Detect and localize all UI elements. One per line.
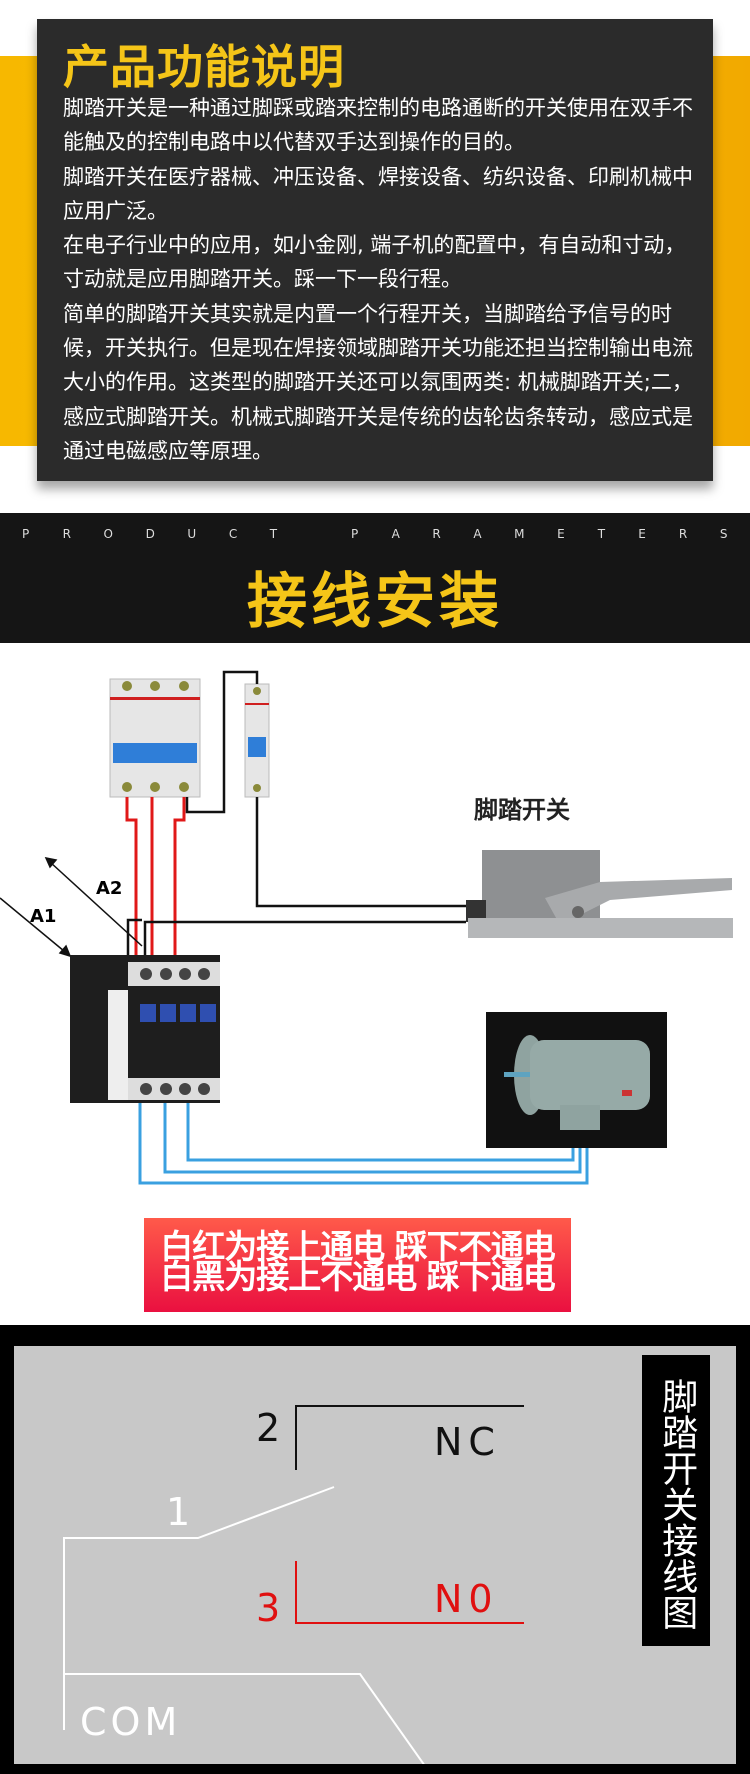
subtitle-letter: O xyxy=(103,527,113,541)
subtitle-letter: C xyxy=(228,527,238,541)
wiring-diagram: A1 A2 脚踏开关 xyxy=(0,670,733,1185)
motor-image xyxy=(486,1012,667,1148)
black-wires xyxy=(126,670,466,960)
no-label: N0 xyxy=(434,1577,499,1621)
pin-3-label: 3 xyxy=(256,1586,280,1630)
foot-switch-label: 脚踏开关 xyxy=(474,796,570,824)
banner-line-1: 白红为接上通电 踩下不通电 xyxy=(160,1227,556,1266)
subtitle-letter: T xyxy=(269,527,278,541)
subtitle-letter: P xyxy=(22,527,30,541)
pin-1-label: 1 xyxy=(166,1490,190,1534)
nc-contact-line xyxy=(295,1405,524,1470)
subtitle-letter: A xyxy=(473,527,482,541)
no-contact-line xyxy=(295,1561,524,1624)
subtitle-letter xyxy=(310,527,318,541)
pin-2-label: 2 xyxy=(256,1406,280,1450)
intro-title: 产品功能说明 xyxy=(63,40,345,94)
contactor xyxy=(70,955,220,1103)
a1-label: A1 xyxy=(30,906,56,927)
section-header: P R O D U C T P A R A M E T E R S 接线安装 xyxy=(0,513,750,643)
intro-paragraph: 在电子行业中的应用，如小金刚, 端子机的配置中，有自动和寸动，寸动就是应用脚踏开… xyxy=(63,233,686,292)
subtitle-letter: R xyxy=(62,527,71,541)
red-wires xyxy=(125,797,186,955)
subtitle-letter: A xyxy=(391,527,400,541)
schematic-title: 脚踏开关接线图 xyxy=(642,1355,710,1646)
section-title: 接线安装 xyxy=(247,567,503,637)
subtitle-letter: S xyxy=(719,527,728,541)
foot-switch-image xyxy=(466,850,733,938)
subtitle-letter: M xyxy=(514,527,525,541)
com-label: COM xyxy=(80,1700,181,1744)
lever-line xyxy=(63,1486,335,1730)
wiring-notice-banner: 白红为接上通电 踩下不通电 白黑为接上不通电 踩下通电 xyxy=(144,1218,571,1312)
three-pole-breaker xyxy=(109,678,201,798)
subtitle-letter: R xyxy=(678,527,688,541)
a2-label: A2 xyxy=(96,878,122,899)
nc-label: NC xyxy=(434,1420,501,1464)
subtitle-letter: E xyxy=(557,527,565,541)
com-line xyxy=(64,1673,425,1764)
single-pole-breaker xyxy=(244,683,270,798)
subtitle-letter: P xyxy=(350,527,359,541)
subtitle-letter: T xyxy=(597,527,606,541)
intro-paragraph: 脚踏开关在医疗器械、冲压设备、焊接设备、纺织设备、印刷机械中应用广泛。 xyxy=(63,164,693,223)
intro-paragraph: 脚踏开关是一种通过脚踩或踏来控制的电路通断的开关使用在双手不能触及的控制电路中以… xyxy=(63,96,693,155)
arrow-lines xyxy=(0,856,143,958)
intro-body: 脚踏开关是一种通过脚踩或踏来控制的电路通断的开关使用在双手不能触及的控制电路中以… xyxy=(63,91,703,468)
subtitle-letter: D xyxy=(145,527,155,541)
subtitle-letter: R xyxy=(432,527,441,541)
subtitle-letter: U xyxy=(187,527,197,541)
intro-paragraph: 简单的脚踏开关其实就是内置一个行程开关，当脚踏给予信号的时候，开关执行。但是现在… xyxy=(63,301,693,463)
banner-line-2: 白黑为接上不通电 踩下通电 xyxy=(160,1257,556,1296)
subtitle-letter: E xyxy=(638,527,646,541)
product-description-card: 产品功能说明 脚踏开关是一种通过脚踩或踏来控制的电路通断的开关使用在双手不能触及… xyxy=(37,19,713,481)
switch-schematic: 2 NC 1 3 N0 COM xyxy=(63,1405,524,1764)
